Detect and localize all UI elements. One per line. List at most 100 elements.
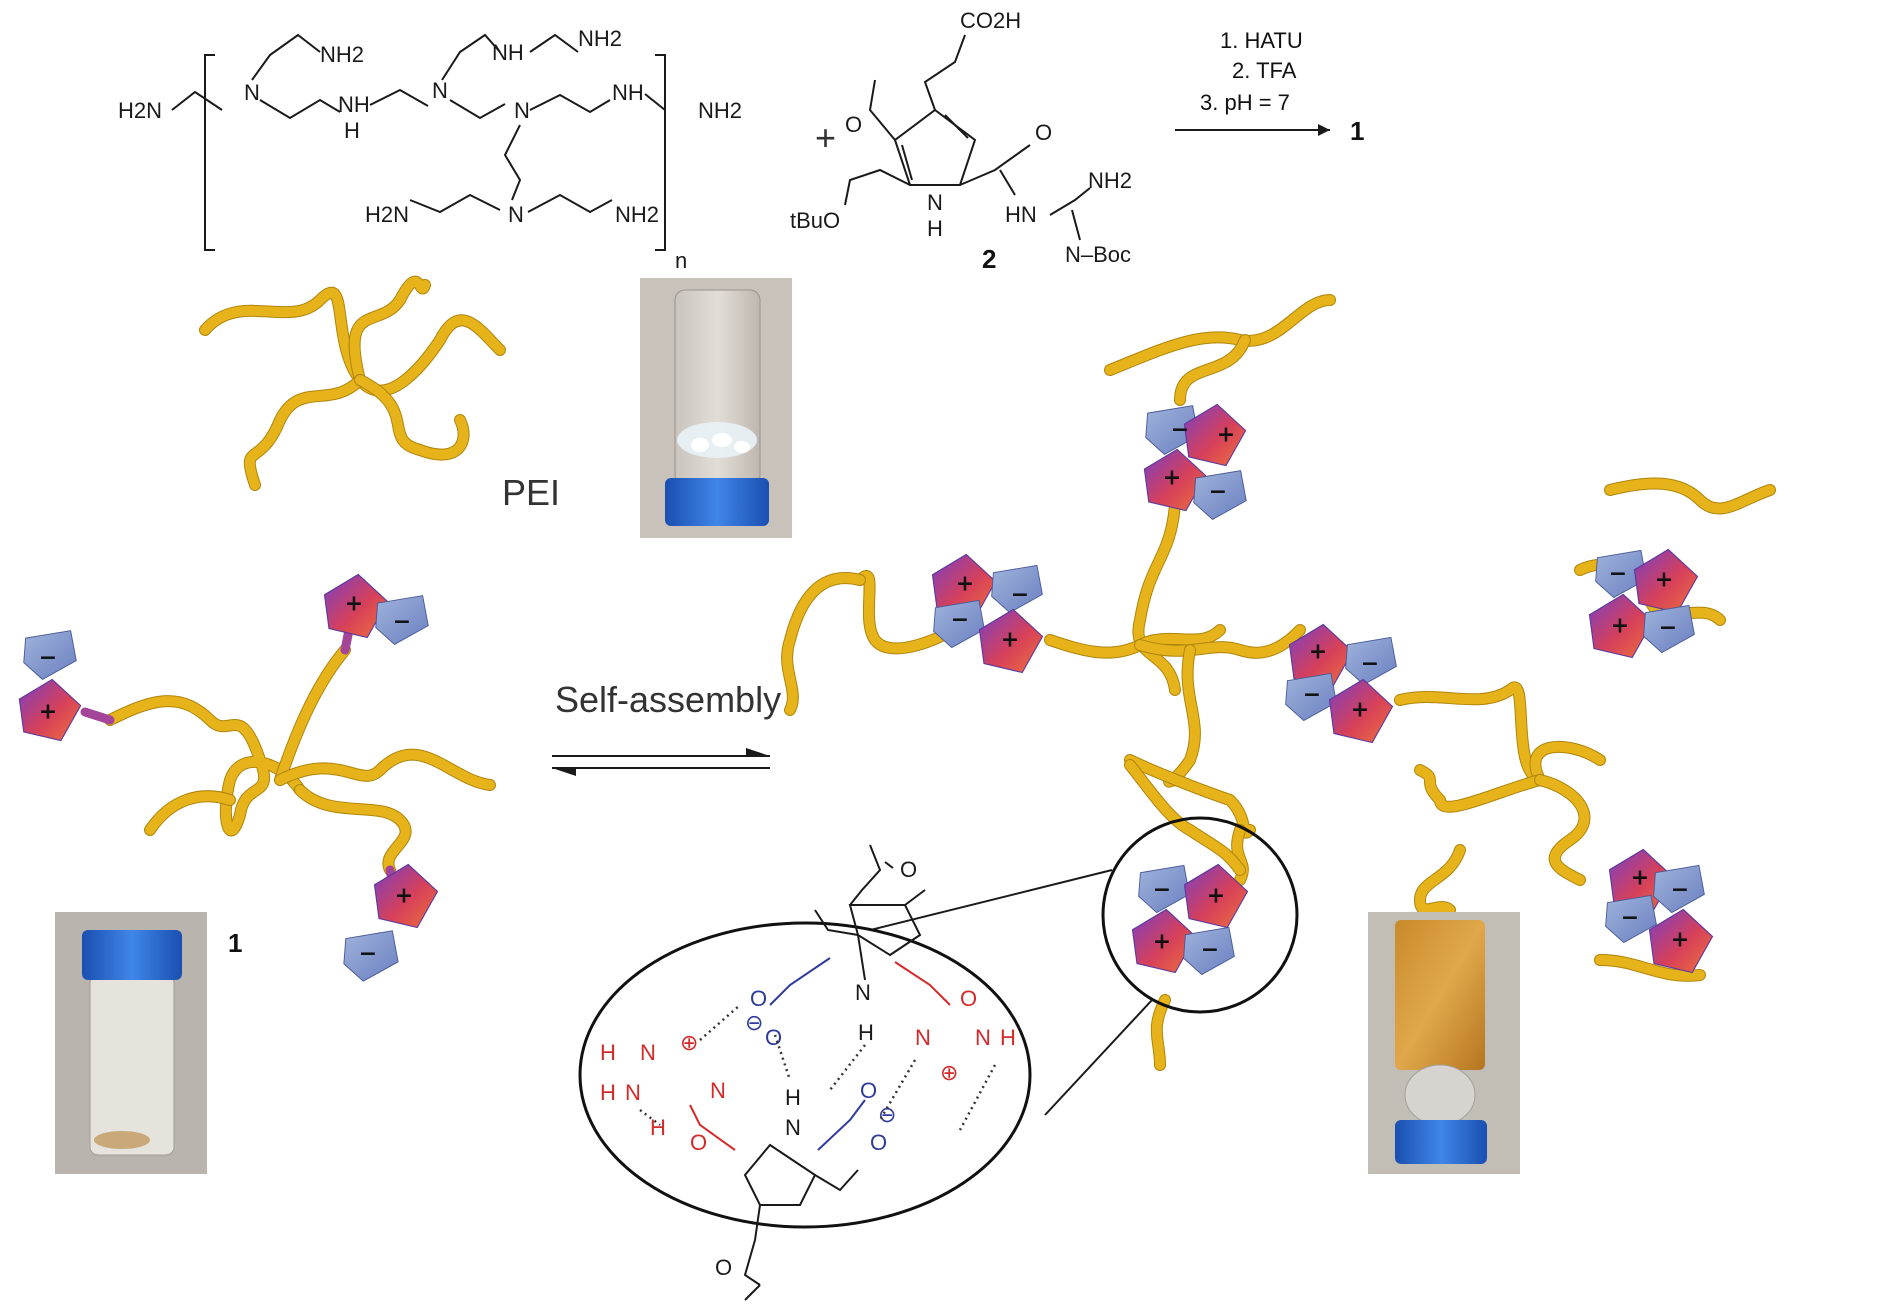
- plus-sign-motif: +: [956, 572, 974, 597]
- inset-top-carboxylate-o1: O: [750, 986, 767, 1011]
- minus-sign: −: [1209, 480, 1227, 505]
- pei-nh-3: NH: [612, 80, 644, 105]
- pei-structure: n H2N N NH2 NH H N NH NH2 N NH NH2 N H2N…: [118, 26, 742, 273]
- inset-top-pyrrole-n: N: [855, 980, 871, 1005]
- minus-sign: −: [1153, 878, 1171, 903]
- inset-bottom-carboxylate-o2: O: [870, 1130, 887, 1155]
- plus-sign-motif: +: [1351, 698, 1369, 723]
- plus-sign: +: [815, 117, 836, 158]
- pei-nh2-b: NH2: [578, 26, 622, 51]
- reagent-ester: tBuO: [790, 208, 840, 233]
- product-label: 1: [1350, 116, 1364, 146]
- vial-gel-photo: [1368, 912, 1520, 1174]
- plus-sign-motif: +: [1153, 930, 1171, 955]
- inset-bottom-pyrrole-n: N: [785, 1115, 801, 1140]
- inset-top-charge: ⊕: [940, 1060, 958, 1085]
- minus-sign: −: [393, 610, 411, 635]
- minus-sign: −: [39, 646, 57, 671]
- inset-top-carbonyl-o: O: [900, 857, 917, 882]
- pei-nh2-a: NH2: [320, 42, 364, 67]
- inset-bottom-amide-o: O: [690, 1130, 707, 1155]
- plus-sign-motif: +: [39, 700, 57, 725]
- inset-bottom-guanidinium-h2: H: [600, 1080, 616, 1105]
- inset-top-minus: ⊖: [745, 1010, 763, 1035]
- pei-n2: N: [432, 78, 448, 103]
- compound-1-label: 1: [228, 928, 242, 958]
- plus-sign-motif: +: [1207, 884, 1225, 909]
- inset-bottom-guanidinium-h1: H: [600, 1040, 616, 1065]
- pei-nh-1: NH: [338, 92, 370, 117]
- reagent-nh2: NH2: [1088, 168, 1132, 193]
- reagent-co2h: CO2H: [960, 8, 1021, 33]
- minus-sign: −: [1361, 652, 1379, 677]
- minus-sign: −: [951, 608, 969, 633]
- minus-sign: −: [1171, 418, 1189, 443]
- pei-cartoon: PEI: [199, 275, 560, 513]
- pei-n1: N: [244, 80, 260, 105]
- minus-sign: −: [359, 942, 377, 967]
- pei-terminal-h2n: H2N: [118, 98, 162, 123]
- plus-sign-motif: +: [1001, 628, 1019, 653]
- reagent-pyrrole-n: N: [927, 190, 943, 215]
- reagent-amide-o-label: O: [1035, 120, 1052, 145]
- inset-bottom-guanidinium-h3: H: [650, 1115, 666, 1140]
- pei-label: PEI: [502, 472, 560, 513]
- pei-n4: N: [508, 202, 524, 227]
- plus-sign-motif: +: [1163, 466, 1181, 491]
- plus-sign-motif: +: [345, 592, 363, 617]
- minus-sign: −: [1609, 562, 1627, 587]
- plus-sign-motif: +: [1217, 423, 1235, 448]
- inset-bottom-charge: ⊕: [680, 1030, 698, 1055]
- minus-sign: −: [1659, 616, 1677, 641]
- minus-sign: −: [1011, 583, 1029, 608]
- vial-solid-photo: [55, 912, 207, 1174]
- inset-ellipse: [578, 921, 1032, 1229]
- inset-bottom-minus: ⊖: [878, 1102, 896, 1127]
- self-assembly-equilibrium: Self-assembly: [552, 679, 781, 776]
- condition-2: 2. TFA: [1232, 58, 1297, 83]
- pei-h-1: H: [344, 118, 360, 143]
- inset-bottom-amide-n: N: [710, 1078, 726, 1103]
- reagent-2-structure: CO2H N H O tBuO O HN NH2 N–Boc 2: [790, 8, 1132, 274]
- pei-nh2-c: NH2: [698, 98, 742, 123]
- inset-bottom-carboxylate-o1: O: [860, 1078, 877, 1103]
- inset-bottom-carbonyl-o: O: [715, 1255, 732, 1280]
- inset-top-guanidinium-n: N: [975, 1025, 991, 1050]
- plus-sign-motif: +: [1671, 928, 1689, 953]
- inset-top-amide-o: O: [960, 986, 977, 1011]
- minus-sign: −: [1303, 683, 1321, 708]
- pei-n3: N: [514, 98, 530, 123]
- minus-sign: −: [1621, 906, 1639, 931]
- reagent-nboc: N–Boc: [1065, 242, 1131, 267]
- minus-sign: −: [1201, 938, 1219, 963]
- reagent-amide-hn: HN: [1005, 202, 1037, 227]
- pei-nh-2: NH: [492, 40, 524, 65]
- reaction-conditions: 1. HATU 2. TFA 3. pH = 7 1: [1175, 28, 1364, 146]
- inset-bottom-guanidinium-n2: N: [625, 1080, 641, 1105]
- right-bracket: [655, 54, 666, 251]
- condition-1: 1. HATU: [1220, 28, 1303, 53]
- plus-sign-motif: +: [1309, 640, 1327, 665]
- inset-top-amide-n: N: [915, 1025, 931, 1050]
- magnifier-circle: [1101, 816, 1299, 1014]
- left-bracket: [204, 54, 215, 251]
- vial-solution-photo: [640, 278, 792, 538]
- pei-nh2-e: NH2: [615, 202, 659, 227]
- plus-sign-motif: +: [1611, 614, 1629, 639]
- inset-top-guanidinium-h: H: [1000, 1025, 1016, 1050]
- minus-sign: −: [1671, 878, 1689, 903]
- pei-nh2-d: H2N: [365, 202, 409, 227]
- reagent-pyrrole-h: H: [927, 216, 943, 241]
- reagent-2-label: 2: [982, 244, 996, 274]
- compound-1-cartoon: − + + − + −: [18, 573, 496, 982]
- inset-bottom-pyrrole-h: H: [785, 1085, 801, 1110]
- supramolecular-network: − + + − + − − + + − − + − + + − + − − +: [781, 294, 1776, 1116]
- pei-repeat-n: n: [675, 248, 687, 273]
- condition-3: 3. pH = 7: [1200, 90, 1290, 115]
- plus-sign-motif: +: [395, 884, 413, 909]
- reagent-ester-o-label: O: [845, 112, 862, 137]
- inset-top-pyrrole-h: H: [858, 1020, 874, 1045]
- self-assembly-label: Self-assembly: [555, 679, 781, 720]
